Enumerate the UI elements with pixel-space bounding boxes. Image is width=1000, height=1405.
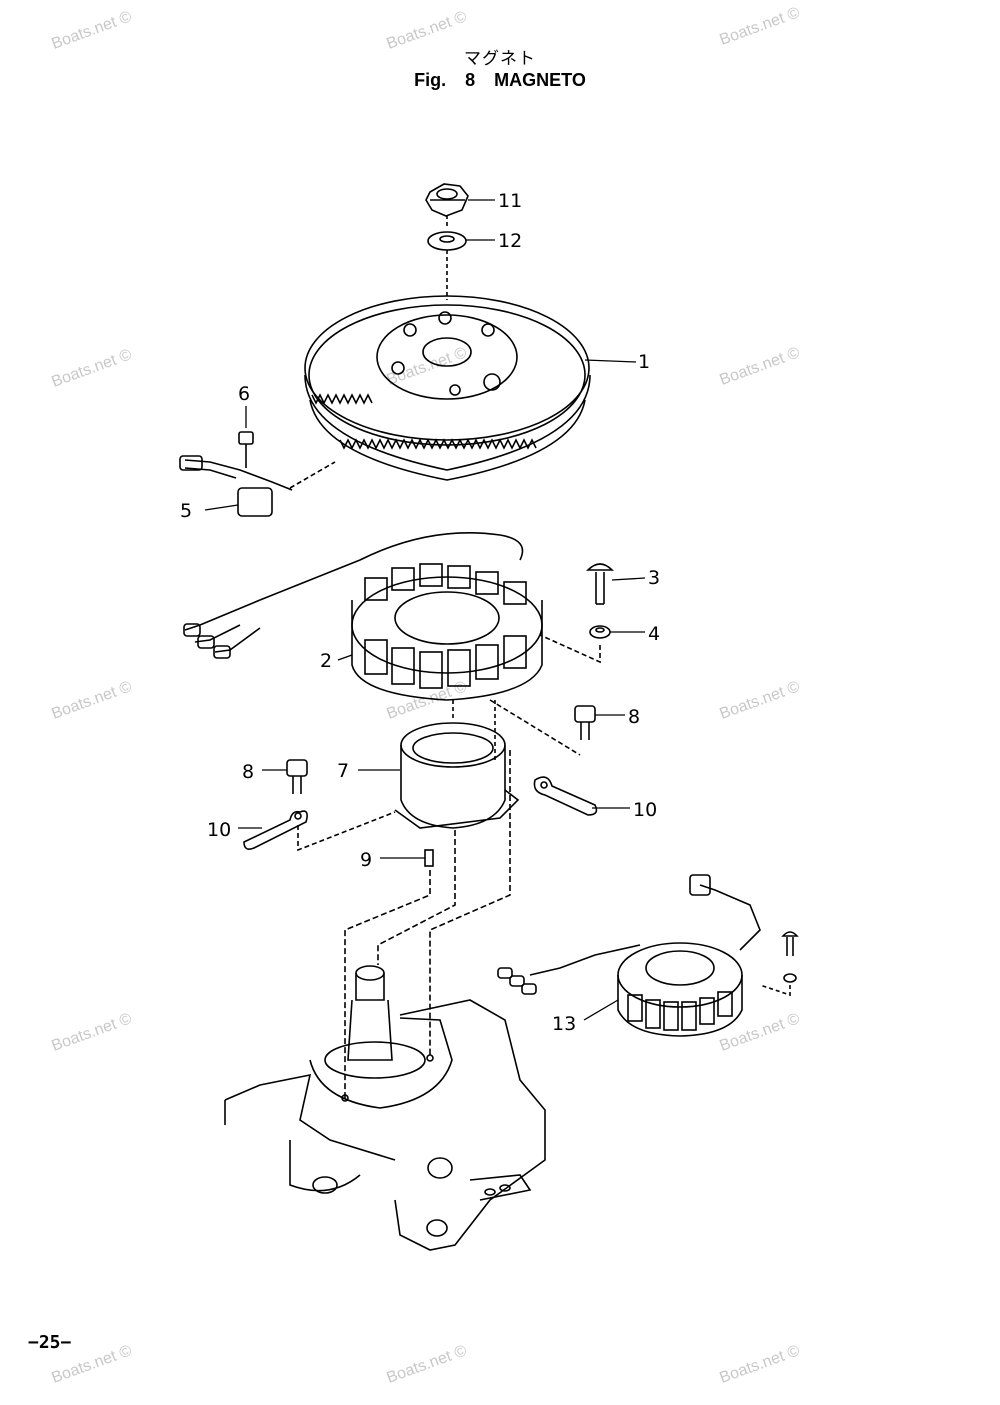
page-number: −25− xyxy=(28,1332,72,1353)
stator-part xyxy=(183,531,543,701)
crankcase-part xyxy=(224,965,546,1251)
bolt-part xyxy=(286,759,308,794)
callout-labels: 11 12 1 6 5 3 4 2 8 8 7 10 10 9 13 xyxy=(180,190,660,1035)
callout-8-right: 8 xyxy=(628,706,640,728)
callout-10-right: 10 xyxy=(633,799,657,821)
screw-part xyxy=(586,563,614,605)
figure-title: Fig. 8 MAGNETO xyxy=(414,70,586,90)
callout-6: 6 xyxy=(238,383,250,405)
callout-1: 1 xyxy=(638,351,650,373)
callout-5: 5 xyxy=(180,500,192,522)
callout-8-left: 8 xyxy=(242,761,254,783)
flywheel-part xyxy=(304,295,591,481)
callout-10-left: 10 xyxy=(207,819,231,841)
terminal-part xyxy=(243,810,308,850)
title-japanese: マグネト xyxy=(464,49,536,69)
bolt-part xyxy=(574,705,596,740)
washer-part xyxy=(427,231,467,251)
terminal-part xyxy=(533,776,598,816)
screw-part xyxy=(781,931,799,983)
callout-11: 11 xyxy=(498,190,522,212)
callout-12: 12 xyxy=(498,230,522,252)
coil-base-part xyxy=(394,722,520,829)
stator-assy-part xyxy=(497,874,761,1037)
callout-3: 3 xyxy=(648,567,660,589)
callout-7: 7 xyxy=(337,760,349,782)
dowel-pin-part xyxy=(424,849,434,867)
nut-part xyxy=(425,183,469,217)
callout-9: 9 xyxy=(360,849,372,871)
leader-lines xyxy=(204,199,646,1021)
callout-2: 2 xyxy=(320,650,332,672)
callout-13: 13 xyxy=(552,1013,576,1035)
bolt-part xyxy=(238,431,254,468)
pulser-coil-part xyxy=(179,455,336,517)
callout-4: 4 xyxy=(648,623,660,645)
lock-washer-part xyxy=(589,625,611,639)
